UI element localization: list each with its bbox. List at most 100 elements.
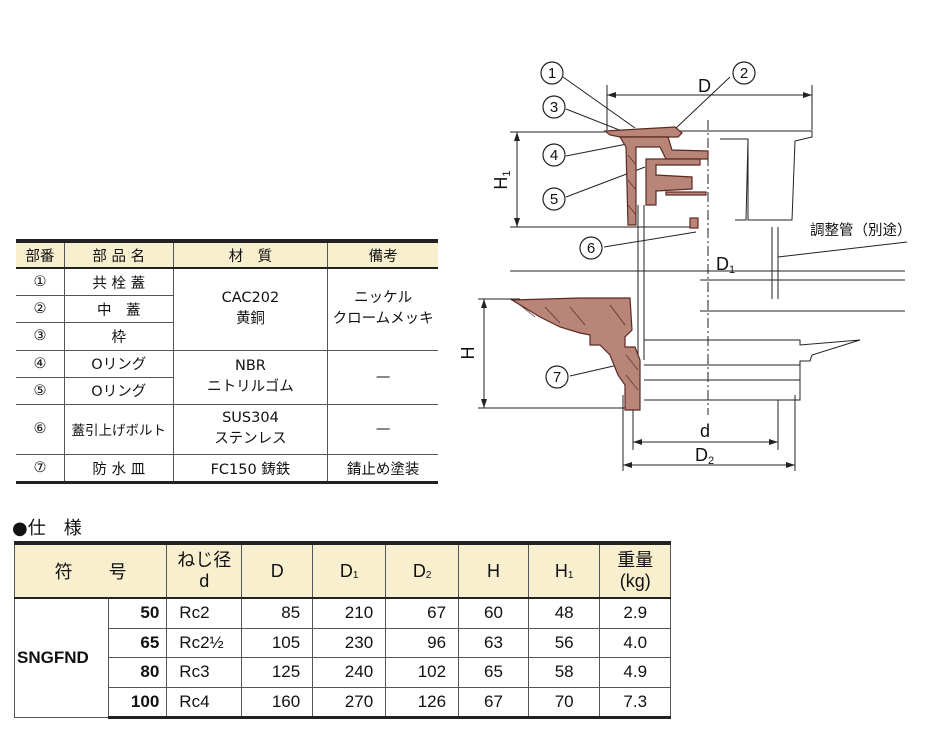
- callout-label-3: 3: [550, 99, 558, 116]
- spec-header-H: H: [458, 541, 529, 599]
- spec-thread: Rc2: [166, 597, 243, 629]
- table-row: ⑦ 防 水 皿 FC150 鋳鉄 錆止め塗装: [16, 454, 438, 485]
- oring-section: [665, 191, 707, 196]
- arrowhead: [514, 132, 520, 141]
- arrowhead: [803, 92, 812, 98]
- part-no: ⑤: [16, 377, 65, 405]
- weight-header-line1: 重量: [617, 550, 654, 570]
- table-row: ④ Oリング NBR ニトリルゴム —: [16, 350, 438, 405]
- d2-sub: 2: [425, 569, 432, 581]
- leader-line: [565, 142, 633, 157]
- part-no: ②: [16, 295, 65, 324]
- parts-header-name: 部 品 名: [63, 239, 174, 269]
- d2-letter: D: [412, 560, 426, 581]
- table-row: 80 Rc3 125 240 102 65 58 4.9: [15, 657, 671, 688]
- spec-H1: 70: [527, 686, 601, 719]
- hatch-line: [627, 179, 637, 191]
- dim-label-D2-sub: 2: [708, 455, 714, 467]
- spec-header-thread: ねじ径 d: [166, 541, 243, 599]
- spec-size: 80: [107, 657, 168, 688]
- frame-right-outline: [640, 130, 813, 221]
- spec-weight: 4.0: [599, 627, 671, 658]
- callout-label-6: 6: [587, 240, 595, 257]
- hatch-line: [569, 306, 586, 326]
- spec-thread: Rc2½: [166, 627, 243, 658]
- material-line: ステンレス: [214, 431, 287, 448]
- frame-right-inner: [720, 138, 749, 221]
- part-name: Oリング: [63, 350, 174, 378]
- callout-circle-3: [542, 95, 566, 119]
- material-line: CAC202: [221, 290, 280, 307]
- hatch-line: [519, 304, 536, 318]
- remark-line: ニッケル: [354, 290, 413, 307]
- spec-header-H1: H1: [527, 541, 601, 599]
- part-remarks: —: [327, 350, 438, 405]
- callout-circle-7: [545, 365, 569, 389]
- part-material: SUS304 ステンレス: [172, 404, 328, 455]
- part-no: ①: [16, 268, 65, 297]
- arrowhead: [481, 299, 487, 308]
- spec-model: SNGFND: [14, 597, 109, 718]
- spec-thread: Rc3: [166, 657, 243, 688]
- material-line: 黄銅: [235, 311, 265, 328]
- inner-cover-section: [645, 158, 701, 206]
- spec-D1: 210: [312, 597, 387, 629]
- spec-weight: 2.9: [599, 597, 671, 629]
- callout-label-4: 4: [550, 147, 558, 164]
- part-material: NBR ニトリルゴム: [172, 350, 328, 405]
- table-row: 65 Rc2½ 105 230 96 63 56 4.0: [15, 627, 671, 658]
- h1-sub: 1: [567, 569, 574, 581]
- material-line: SUS304: [222, 410, 279, 427]
- spec-D1: 240: [312, 657, 387, 688]
- leader-line: [569, 364, 619, 377]
- waterproof-pan-section: [509, 297, 641, 411]
- spec-H1: 48: [527, 597, 601, 629]
- spec-header-D2: D2: [385, 541, 460, 599]
- spec-header-D1: D1: [312, 541, 387, 599]
- spec-header-row: 符 号 ねじ径 d D D1 D2 H H1 重量 (kg): [13, 541, 671, 599]
- callout-circle-6: [579, 236, 603, 260]
- spec-H: 63: [458, 627, 529, 658]
- table-row: ① 共 栓 蓋 CAC202 黄銅 ニッケル クロームメッキ: [16, 268, 438, 351]
- spec-size: 100: [107, 686, 168, 719]
- part-material: FC150 鋳鉄: [172, 454, 328, 485]
- dim-label-H: H: [460, 347, 478, 360]
- callout-label-1: 1: [548, 65, 556, 82]
- callout-label-5: 5: [550, 191, 558, 208]
- leader-line: [603, 231, 697, 248]
- part-no: ③: [16, 322, 65, 351]
- hatch-line: [627, 204, 637, 216]
- arrowhead: [607, 92, 616, 98]
- thread-header-line2: d: [199, 571, 210, 591]
- spec-D2: 126: [385, 686, 460, 719]
- bolt-section: [689, 217, 699, 229]
- pan-right-outline: [644, 339, 861, 401]
- leader-line: [777, 241, 908, 258]
- thread-header-line1: ねじ径: [177, 550, 232, 570]
- callout-circle-4: [542, 143, 566, 167]
- spec-D2: 102: [385, 657, 460, 688]
- cross-section-drawing: 1 2 3 4 5 6 7 D D1 d D2 H H1 調整管（別途）: [460, 61, 912, 471]
- hatch-line: [609, 304, 626, 326]
- adjust-pipe-label: 調整管（別途）: [810, 222, 912, 239]
- material-line: NBR: [235, 358, 266, 375]
- spec-H: 60: [458, 597, 529, 629]
- part-no: ⑦: [16, 454, 65, 485]
- part-material: CAC202 黄銅: [172, 268, 328, 351]
- callout-circle-1: [540, 61, 564, 85]
- dim-label-H1-letter: H: [491, 177, 511, 190]
- h1-letter: H: [554, 560, 568, 581]
- spec-H1: 56: [527, 627, 601, 658]
- part-no: ④: [16, 350, 65, 378]
- dim-label-D1-sub: 1: [729, 264, 735, 276]
- spec-D: 105: [241, 627, 314, 658]
- spec-D: 125: [241, 657, 314, 688]
- leader-line: [674, 76, 731, 130]
- leader-line: [562, 76, 636, 129]
- spec-weight: 7.3: [599, 686, 671, 719]
- dim-label-D: D: [698, 76, 711, 96]
- dim-label-D1-letter: D: [716, 254, 729, 274]
- dim-label-H1: H1: [491, 170, 513, 189]
- spec-D2: 67: [385, 597, 460, 629]
- parts-table: 部番 部 品 名 材 質 備考 ① 共 栓 蓋 CAC202 黄銅 ニッケル ク…: [16, 239, 438, 485]
